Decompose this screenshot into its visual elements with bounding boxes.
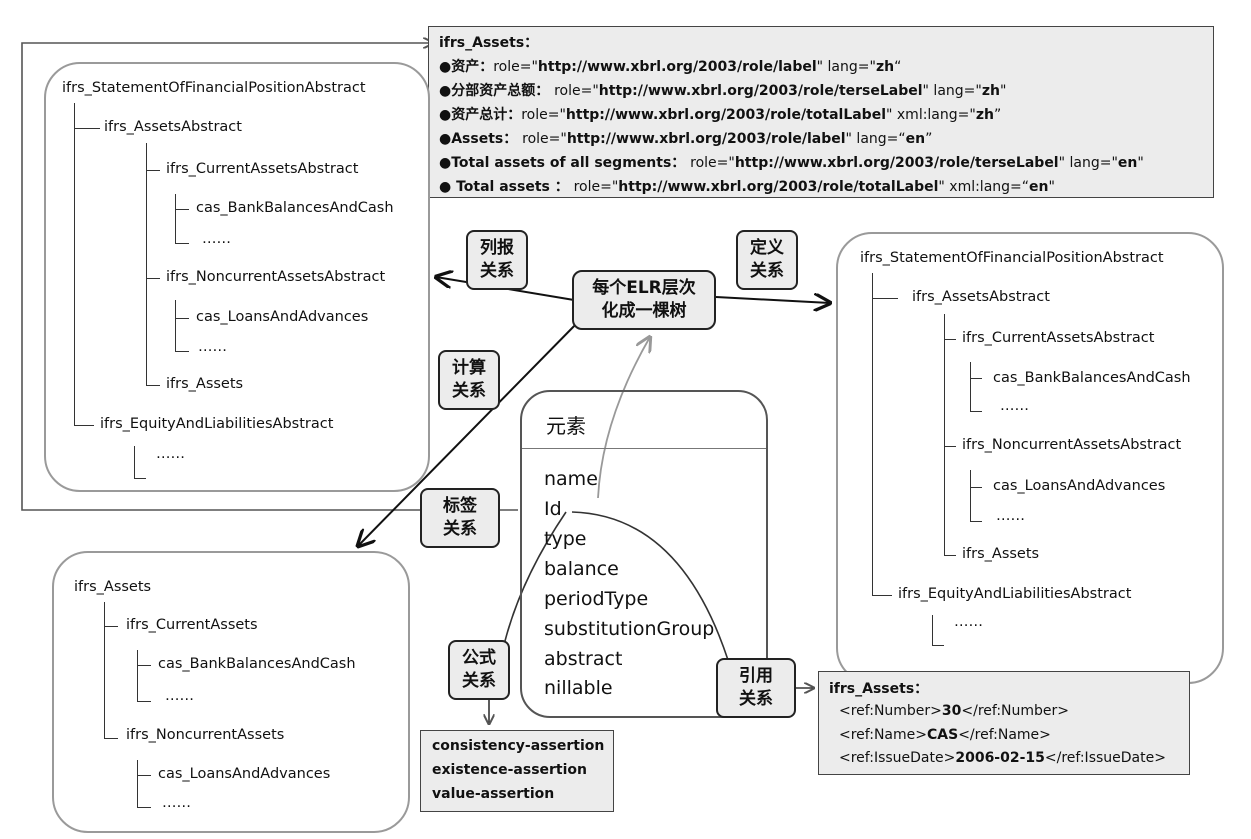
tree-node: ifrs_StatementOfFinancialPositionAbstrac… — [860, 250, 1164, 266]
element-attribute: periodType — [544, 588, 649, 610]
tree-node: ifrs_CurrentAssetsAbstract — [166, 161, 359, 177]
tree-node: …… — [165, 688, 194, 704]
definition-tree-box — [836, 232, 1224, 684]
tree-node: …… — [162, 795, 191, 811]
tree-node: cas_LoansAndAdvances — [993, 478, 1166, 494]
tree-node: ifrs_StatementOfFinancialPositionAbstrac… — [62, 80, 366, 96]
tree-node: …… — [202, 231, 231, 247]
element-to-elr-arrow — [597, 337, 650, 499]
tree-node: ifrs_CurrentAssetsAbstract — [962, 330, 1155, 346]
tree-node: …… — [954, 614, 983, 630]
tree-node: …… — [996, 508, 1025, 524]
tree-node: ifrs_AssetsAbstract — [104, 119, 242, 135]
definition-relation-tag: 定义关系 — [736, 230, 798, 290]
tree-node: ifrs_Assets — [166, 376, 244, 392]
tree-node: ifrs_CurrentAssets — [126, 617, 258, 633]
presentation-tree-box — [44, 62, 430, 492]
formula-line: existence-assertion — [432, 762, 588, 778]
element-attribute: nillable — [544, 677, 613, 699]
formula-linkbase-box: consistency-assertion existence-assertio… — [420, 730, 614, 812]
tree-node: cas_LoansAndAdvances — [196, 309, 369, 325]
formula-line: value-assertion — [432, 786, 555, 802]
label-line: ●资产总计：role="http://www.xbrl.org/2003/rol… — [439, 107, 1002, 123]
definition-arrow — [715, 297, 830, 303]
tree-node: ifrs_EquityAndLiabilitiesAbstract — [100, 416, 334, 432]
formula-line: consistency-assertion — [432, 738, 605, 754]
formula-link-curve — [503, 511, 567, 646]
reference-relation-tag: 引用关系 — [716, 658, 796, 718]
label-line: ●资产：role="http://www.xbrl.org/2003/role/… — [439, 59, 902, 75]
calculation-tree-box — [52, 551, 410, 833]
label-line: ● Total assets ： role="http://www.xbrl.o… — [439, 179, 1055, 195]
element-attribute: Id — [544, 498, 562, 520]
tree-node: ifrs_EquityAndLiabilitiesAbstract — [898, 586, 1132, 602]
tree-node: ifrs_NoncurrentAssetsAbstract — [962, 437, 1182, 453]
element-attribute: balance — [544, 558, 619, 580]
tree-node: cas_BankBalancesAndCash — [993, 370, 1191, 386]
element-box — [520, 390, 768, 718]
elr-tree-box: 每个ELR层次化成一棵树 — [572, 270, 716, 330]
tree-node: …… — [1000, 398, 1029, 414]
label-line: ●Total assets of all segments： role="htt… — [439, 155, 1144, 171]
tree-node: cas_BankBalancesAndCash — [158, 656, 356, 672]
element-title: 元素 — [546, 414, 586, 438]
element-attribute: name — [544, 468, 598, 490]
presentation-relation-tag: 列报关系 — [466, 230, 528, 290]
label-link-line — [21, 43, 518, 511]
tree-node: cas_BankBalancesAndCash — [196, 200, 394, 216]
tree-node: ifrs_NoncurrentAssets — [126, 727, 285, 743]
element-attribute: abstract — [544, 648, 623, 670]
tree-node: ifrs_Assets — [962, 546, 1040, 562]
reference-line: <ref:Number>30</ref:Number> — [839, 703, 1070, 719]
reference-linkbase-box: ifrs_Assets： <ref:Number>30</ref:Number>… — [818, 671, 1190, 775]
reference-line: <ref:IssueDate>2006-02-15</ref:IssueDate… — [839, 750, 1166, 766]
calculation-arrow — [358, 317, 583, 546]
formula-relation-tag: 公式关系 — [448, 640, 510, 700]
reference-link-curve — [571, 511, 729, 661]
tree-node: ifrs_NoncurrentAssetsAbstract — [166, 269, 386, 285]
tree-node: cas_LoansAndAdvances — [158, 766, 331, 782]
element-attribute: substitutionGroup — [544, 618, 715, 640]
element-attribute: type — [544, 528, 587, 550]
calculation-relation-tag: 计算关系 — [438, 350, 500, 410]
tree-node: ifrs_Assets — [74, 579, 152, 595]
label-box-title: ifrs_Assets： — [439, 35, 539, 51]
tree-node: …… — [198, 339, 227, 355]
label-linkbase-box: ifrs_Assets： ●资产：role="http://www.xbrl.o… — [428, 26, 1214, 198]
label-relation-tag: 标签关系 — [420, 488, 500, 548]
label-line: ●Assets： role="http://www.xbrl.org/2003/… — [439, 131, 933, 147]
reference-line: <ref:Name>CAS</ref:Name> — [839, 727, 1051, 743]
label-line: ●分部资产总额： role="http://www.xbrl.org/2003/… — [439, 83, 1007, 99]
tree-node: …… — [156, 446, 185, 462]
reference-box-title: ifrs_Assets： — [829, 681, 929, 697]
tree-node: ifrs_AssetsAbstract — [912, 289, 1050, 305]
